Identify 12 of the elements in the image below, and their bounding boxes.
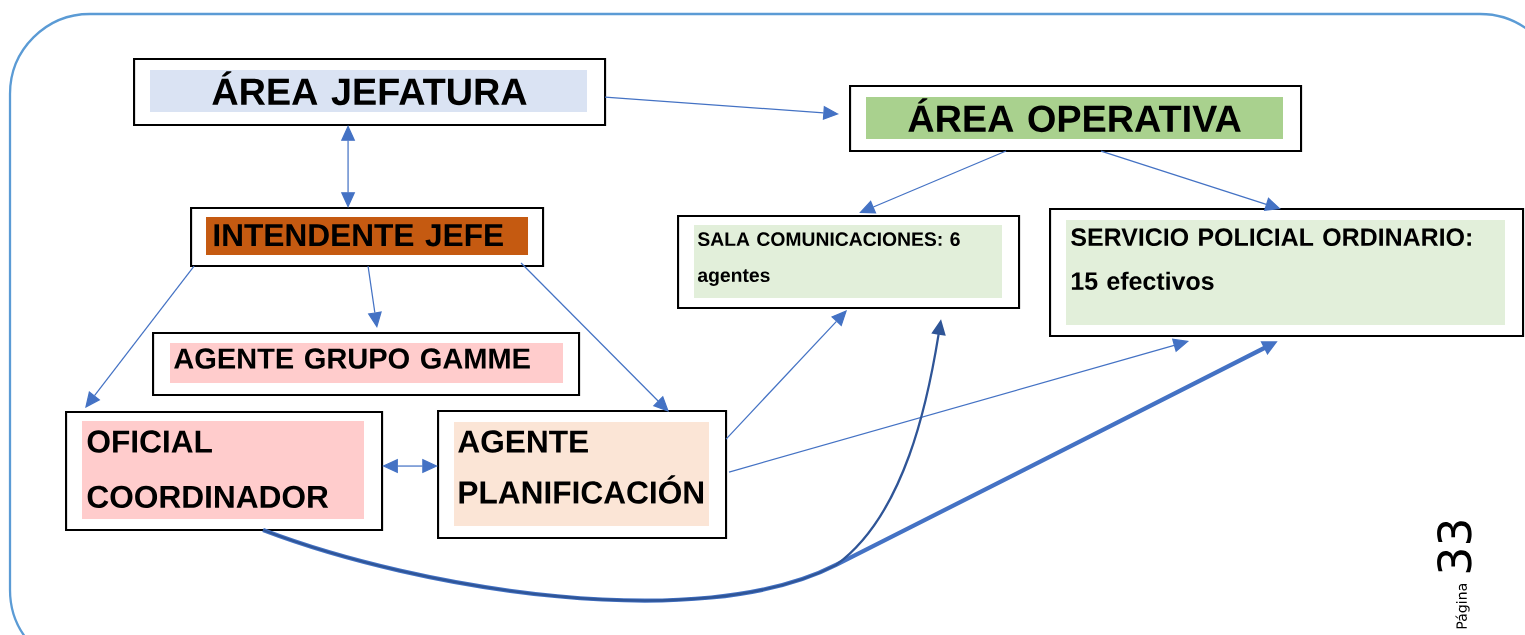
process-box: SALA COMUNICACIONES: 6 agentes <box>677 215 1021 310</box>
page-number: 33 <box>1437 521 1472 573</box>
process-box: SERVICIO POLICIAL ORDINARIO: 15 efectivos <box>1049 208 1525 338</box>
process-box: OFICIAL COORDINADOR <box>65 411 384 532</box>
process-box: ÁREA JEFATURA <box>133 58 607 127</box>
process-box: ÁREA OPERATIVA <box>849 85 1303 153</box>
arrow <box>859 150 1007 214</box>
process-box: AGENTE PLANIFICACIÓN <box>437 410 728 540</box>
process-box: INTENDENTE JEFE <box>190 207 545 268</box>
page-number: Página <box>1455 584 1470 629</box>
process-box: AGENTE GRUPO GAMME <box>152 332 581 397</box>
arrow <box>367 265 382 328</box>
